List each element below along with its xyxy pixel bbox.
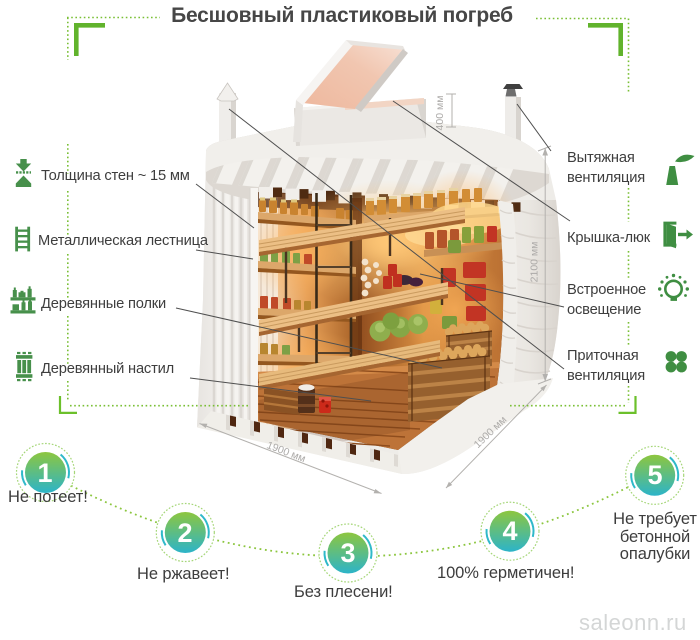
svg-text:2100 мм: 2100 мм xyxy=(529,242,541,283)
svg-text:400 мм: 400 мм xyxy=(434,96,446,131)
